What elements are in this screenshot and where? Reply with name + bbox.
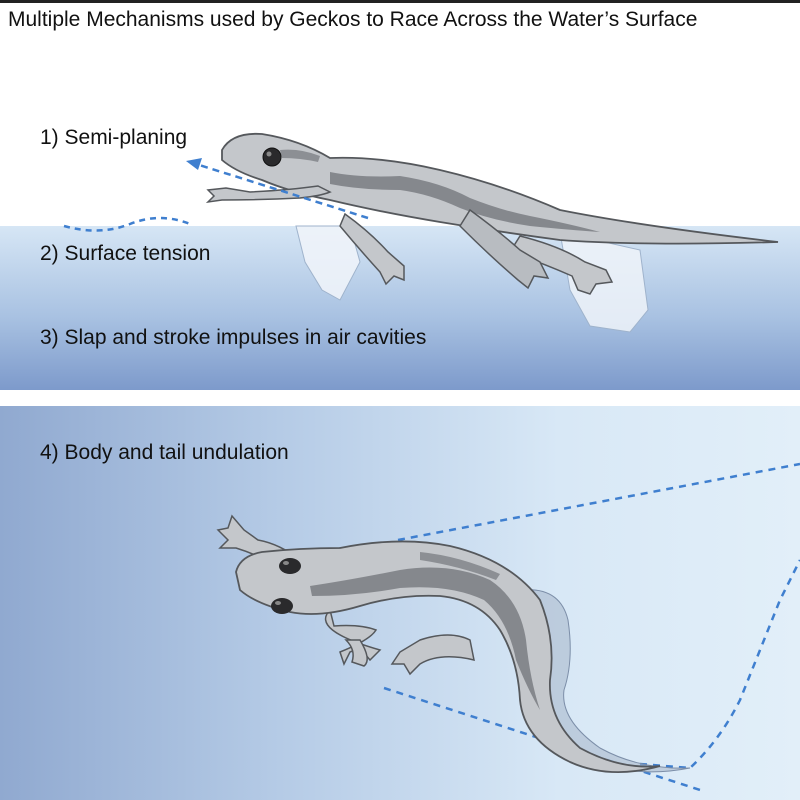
- motion-direction-arrow: [195, 162, 369, 220]
- figure-title: Multiple Mechanisms used by Geckos to Ra…: [8, 8, 698, 31]
- gecko-stripe-side: [330, 172, 600, 232]
- gecko-hind-leg-top: [390, 634, 475, 676]
- gecko-body-side: [221, 132, 779, 245]
- tail-wave-path: [639, 559, 800, 770]
- mechanism-label-2: 2) Surface tension: [40, 242, 211, 265]
- water-panel-side-view: [0, 226, 800, 390]
- undulation-envelope-upper: [397, 462, 800, 542]
- gecko-front-leg-down: [339, 212, 405, 286]
- arrowhead-icon: [186, 158, 202, 170]
- gecko-hind-leg-near: [459, 208, 550, 290]
- mechanism-label-3: 3) Slap and stroke impulses in air cavit…: [40, 326, 427, 349]
- mechanism-label-4: 4) Body and tail undulation: [40, 441, 289, 464]
- gecko-body-top: [235, 540, 661, 773]
- gecko-eye-left: [279, 558, 301, 574]
- water-panel-top-view: [0, 406, 800, 800]
- top-rule: [0, 0, 800, 3]
- surface-tension-line: [63, 216, 191, 232]
- gecko-eye-right: [271, 598, 293, 614]
- gecko-eye-side: [262, 147, 282, 167]
- gecko-front-arm: [205, 185, 332, 204]
- mechanism-label-1: 1) Semi-planing: [40, 126, 188, 149]
- gecko-arm-lower: [324, 608, 382, 666]
- undulation-envelope-lower: [383, 686, 701, 792]
